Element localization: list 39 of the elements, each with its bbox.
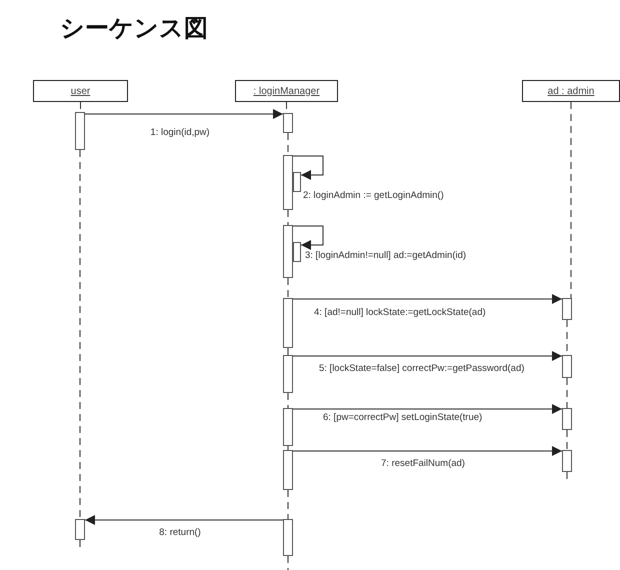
lifeline-head: ad : admin — [522, 80, 620, 102]
message-label: 6: [pw=correctPw] setLoginState(true) — [322, 412, 484, 423]
message-label: 8: return() — [158, 527, 202, 538]
message-arrow — [292, 446, 562, 456]
message-arrow — [292, 404, 562, 414]
message-label: 3: [loginAdmin!=null] ad:=getAdmin(id) — [304, 250, 468, 261]
activation-bar — [562, 408, 572, 430]
activation-bar — [562, 355, 572, 378]
activation-bar — [75, 519, 85, 540]
message-label: 1: login(id,pw) — [149, 127, 211, 138]
lifeline-head: : loginManager — [235, 80, 338, 102]
lifeline — [570, 102, 572, 298]
message-arrow — [292, 351, 562, 361]
activation-bar — [293, 172, 301, 192]
message-arrow — [292, 294, 562, 304]
message-arrow — [292, 226, 324, 250]
title: シーケンス図 — [60, 13, 208, 44]
activation-bar — [283, 113, 293, 133]
message-label: 2: loginAdmin := getLoginAdmin() — [302, 190, 445, 201]
message-arrow — [292, 156, 324, 180]
lifeline — [566, 378, 568, 408]
message-label: 5: [lockState=false] correctPw:=getPassword(ad) — [318, 363, 526, 374]
lifeline-head: user — [33, 80, 128, 102]
activation-bar — [283, 450, 293, 490]
activation-bar — [562, 450, 572, 472]
activation-bar — [283, 155, 293, 210]
message-label: 7: resetFailNum(ad) — [380, 458, 466, 469]
activation-bar — [283, 225, 293, 278]
activation-bar — [283, 355, 293, 393]
activation-bar — [75, 112, 85, 150]
activation-bar — [283, 298, 293, 348]
lifeline — [566, 430, 568, 450]
activation-bar — [562, 298, 572, 320]
activation-bar — [283, 408, 293, 446]
message-label: 4: [ad!=null] lockState:=getLockState(ad) — [313, 307, 487, 318]
message-arrow — [84, 109, 284, 119]
message-arrow — [84, 515, 284, 525]
activation-bar — [283, 519, 293, 556]
activation-bar — [293, 242, 301, 262]
